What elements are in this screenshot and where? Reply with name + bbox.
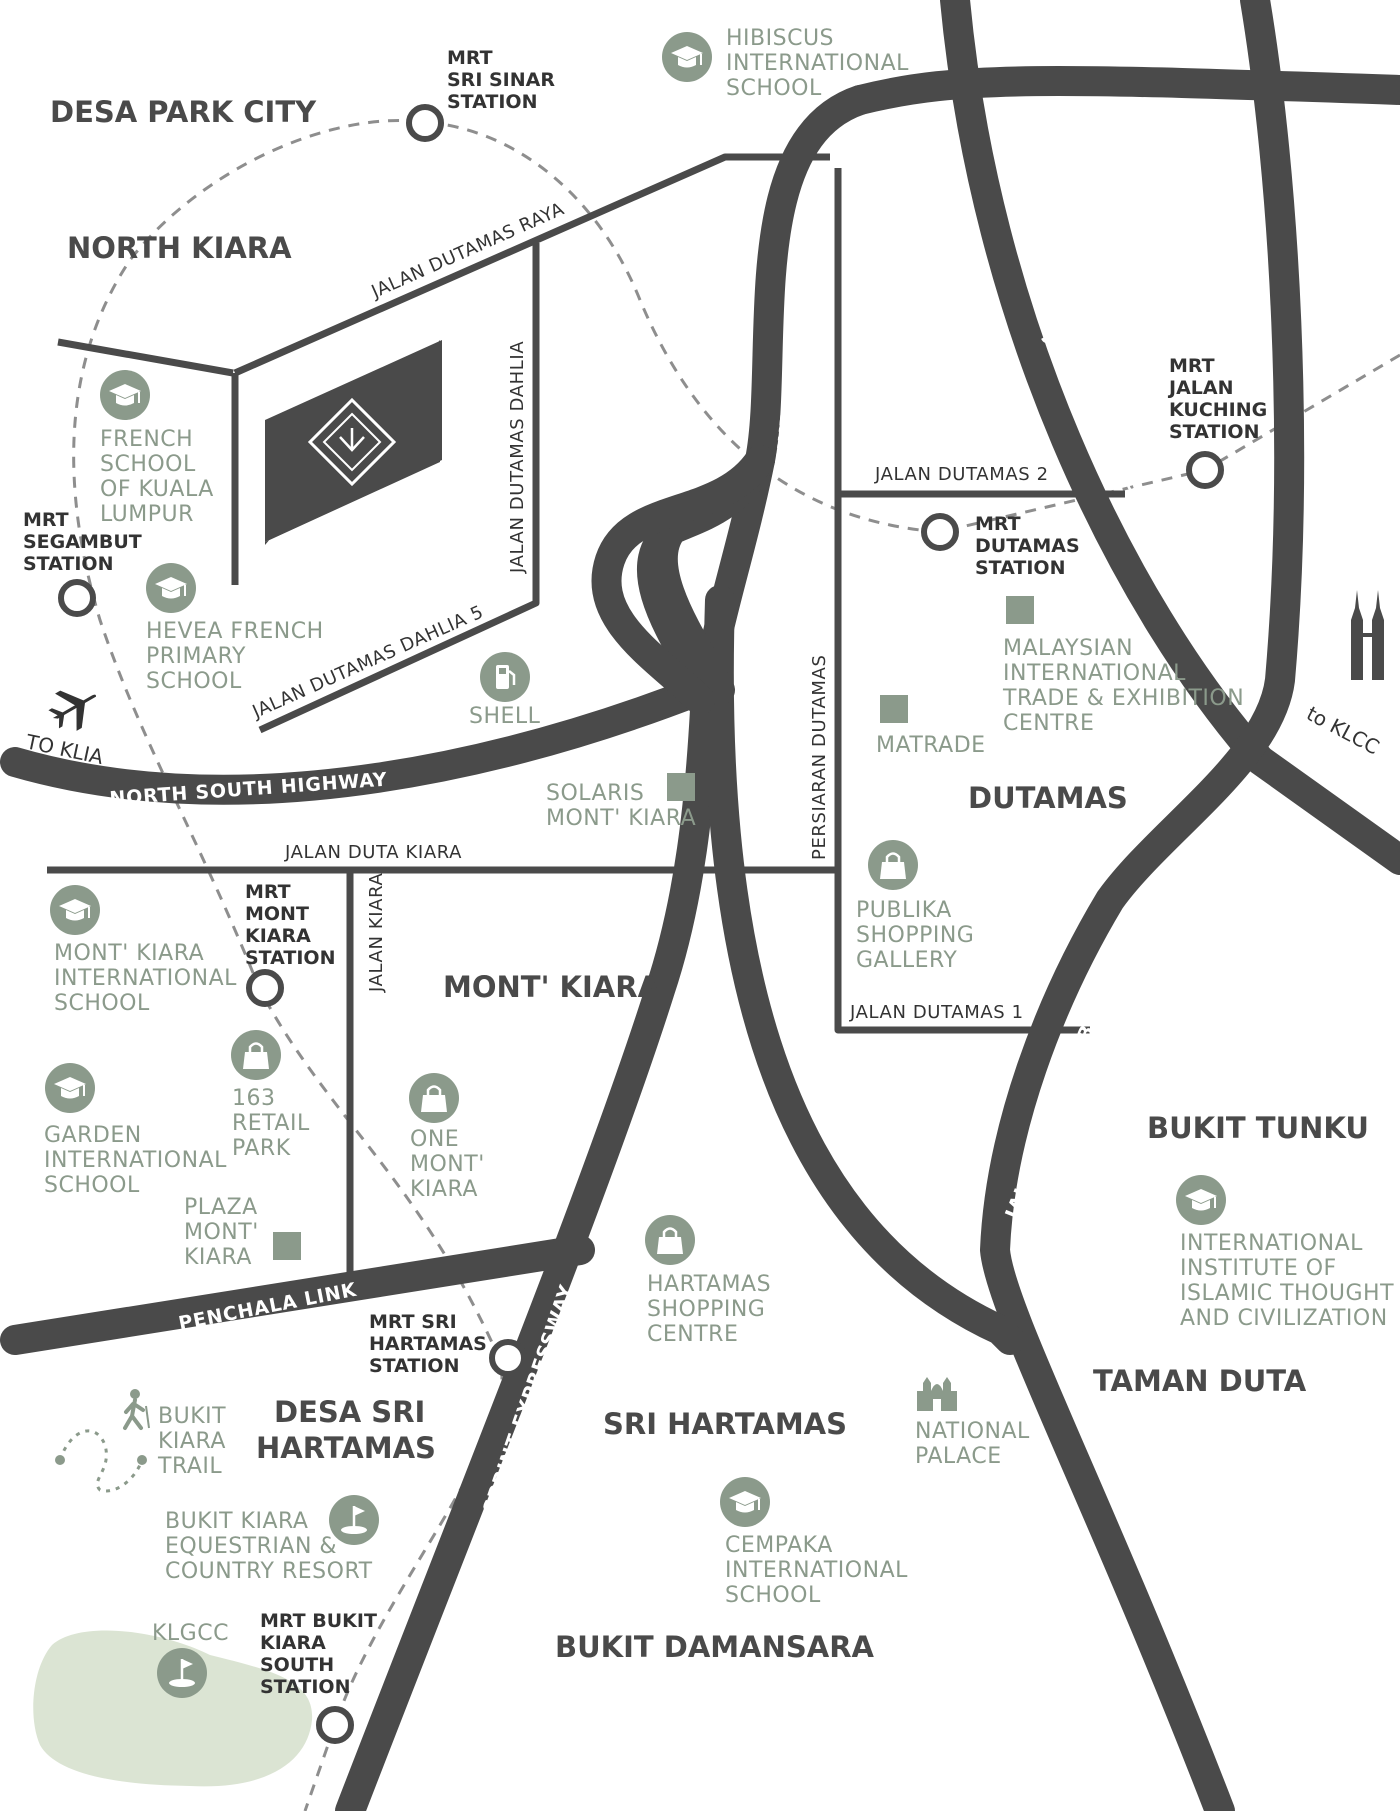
station-label-dutamas: MRT DUTAMAS STATION bbox=[975, 513, 1086, 579]
district-desa-sri-hartamas-line1: DESA SRI bbox=[274, 1395, 425, 1429]
shopping-bag-icon bbox=[866, 838, 920, 892]
edge-label-to-klcc: to KLCC bbox=[1303, 701, 1384, 759]
station-ring-jalan-kuching bbox=[1186, 451, 1224, 489]
road-label-jalan-kiara: JALAN KIARA bbox=[366, 873, 387, 993]
graduation-cap-icon bbox=[145, 562, 197, 614]
poi-label-cempaka: CEMPAKA INTERNATIONAL SCHOOL bbox=[725, 1533, 915, 1608]
district-bukit-damansara: BUKIT DAMANSARA bbox=[555, 1630, 875, 1664]
station-label-jalan-kuching: MRT JALAN KUCHING STATION bbox=[1167, 355, 1274, 443]
poi-label-hibiscus: HIBISCUS INTERNATIONAL SCHOOL bbox=[726, 26, 916, 101]
poi-label-shell: SHELL bbox=[469, 704, 541, 729]
station-ring-sri-sinar bbox=[406, 104, 444, 142]
station-label-segambut: MRT SEGAMBUT STATION bbox=[23, 509, 148, 575]
station-label-bukit-kiara-south: MRT BUKIT KIARA SOUTH STATION bbox=[260, 1610, 384, 1698]
poi-square-solaris bbox=[667, 773, 695, 801]
poi-label-equestrian: BUKIT KIARA EQUESTRIAN & COUNTRY RESORT bbox=[165, 1509, 373, 1584]
shopping-bag-icon bbox=[229, 1028, 283, 1082]
poi-square-matrade bbox=[880, 695, 908, 723]
shopping-bag-icon bbox=[407, 1071, 461, 1125]
district-dutamas: DUTAMAS bbox=[968, 781, 1128, 815]
district-bukit-tunku: BUKIT TUNKU bbox=[1147, 1111, 1369, 1145]
district-mont-kiara: MONT' KIARA bbox=[443, 970, 661, 1004]
graduation-cap-icon bbox=[661, 31, 713, 83]
graduation-cap-icon bbox=[44, 1062, 96, 1114]
road-label-jalan-duta-kiara: JALAN DUTA KIARA bbox=[284, 842, 462, 863]
poi-square-plaza bbox=[273, 1232, 301, 1260]
mrt-line bbox=[72, 119, 1400, 1811]
poi-label-hevea: HEVEA FRENCH PRIMARY SCHOOL bbox=[146, 619, 331, 694]
palace-icon bbox=[917, 1377, 957, 1411]
district-taman-duta: TAMAN DUTA bbox=[1093, 1364, 1307, 1398]
station-ring-mont-kiara bbox=[246, 969, 284, 1007]
station-ring-sri-hartamas bbox=[489, 1339, 527, 1377]
graduation-cap-icon bbox=[1175, 1174, 1227, 1226]
station-ring-bukit-kiara-south bbox=[316, 1706, 354, 1744]
district-labels: DESA PARK CITY NORTH KIARA MONT' KIARA D… bbox=[50, 95, 1369, 1664]
poi-label-istac: INTERNATIONAL INSTITUTE OF ISLAMIC THOUG… bbox=[1180, 1231, 1400, 1331]
poi-icons bbox=[44, 31, 1384, 1700]
graduation-cap-icon bbox=[99, 369, 151, 421]
graduation-cap-icon bbox=[719, 1476, 771, 1528]
station-label-sri-hartamas: MRT SRI HARTAMAS STATION bbox=[369, 1311, 494, 1377]
poi-labels: HIBISCUS INTERNATIONAL SCHOOL FRENCH SCH… bbox=[44, 26, 1400, 1646]
district-north-kiara: NORTH KIARA bbox=[67, 231, 292, 265]
road-label-jalan-dutamas-2: JALAN DUTAMAS 2 bbox=[874, 464, 1049, 485]
minor-roads bbox=[47, 153, 1125, 1290]
station-label-mont-kiara: MRT MONT KIARA STATION bbox=[245, 881, 335, 969]
poi-label-klgcc: KLGCC bbox=[152, 1621, 229, 1646]
road-label-persiaran-dutamas: PERSIARAN DUTAMAS bbox=[809, 655, 830, 860]
station-ring-dutamas bbox=[921, 513, 959, 551]
district-desa-sri-hartamas-line2: HARTAMAS bbox=[256, 1431, 436, 1465]
graduation-cap-icon bbox=[49, 884, 101, 936]
petronas-towers-icon bbox=[1351, 590, 1384, 680]
station-label-sri-sinar: MRT SRI SINAR STATION bbox=[447, 47, 562, 113]
road-label-jalan-dutamas-1: JALAN DUTAMAS 1 bbox=[849, 1002, 1024, 1023]
district-desa-park-city: DESA PARK CITY bbox=[50, 95, 317, 129]
poi-label-hartamas-shopping: HARTAMAS SHOPPING CENTRE bbox=[647, 1272, 779, 1347]
poi-label-mont-kiara-intl: MONT' KIARA INTERNATIONAL SCHOOL bbox=[54, 941, 244, 1016]
station-ring-segambut bbox=[58, 579, 96, 617]
road-label-jalan-dutamas-dahlia: JALAN DUTAMAS DAHLIA bbox=[507, 341, 528, 574]
poi-label-retail-163: 163 RETAIL PARK bbox=[232, 1086, 317, 1161]
poi-label-bukit-kiara-trail: BUKIT KIARA TRAIL bbox=[157, 1404, 234, 1479]
poi-label-garden-intl: GARDEN INTERNATIONAL SCHOOL bbox=[44, 1123, 234, 1198]
mrt-stations bbox=[58, 104, 1224, 1744]
development-site-logo bbox=[265, 340, 442, 545]
poi-label-publika: PUBLIKA SHOPPING GALLERY bbox=[856, 898, 982, 973]
golf-flag-icon bbox=[155, 1646, 209, 1700]
poi-label-french-school: FRENCH SCHOOL OF KUALA LUMPUR bbox=[100, 427, 221, 527]
poi-label-matrade: MATRADE bbox=[876, 733, 986, 758]
airplane-icon bbox=[48, 690, 97, 731]
shopping-bag-icon bbox=[643, 1213, 697, 1267]
trail-path bbox=[58, 1429, 144, 1493]
trail-start bbox=[55, 1455, 65, 1465]
poi-label-one-mont-kiara: ONE MONT' KIARA bbox=[410, 1127, 492, 1202]
klgcc-green-area bbox=[33, 1630, 313, 1787]
district-sri-hartamas: SRI HARTAMAS bbox=[603, 1407, 847, 1441]
poi-label-national-palace: NATIONAL PALACE bbox=[915, 1419, 1037, 1469]
poi-label-solaris: SOLARIS MONT' KIARA bbox=[546, 781, 696, 831]
trail-end bbox=[137, 1455, 147, 1465]
fuel-pump-icon bbox=[478, 650, 532, 704]
poi-label-miti: MALAYSIAN INTERNATIONAL TRADE & EXHIBITI… bbox=[1002, 636, 1252, 736]
poi-square-miti bbox=[1006, 596, 1034, 624]
station-labels: MRT SRI SINAR STATION MRT SEGAMBUT STATI… bbox=[23, 47, 1274, 1698]
hiker-icon bbox=[123, 1389, 150, 1430]
poi-label-plaza-mont-kiara: PLAZA MONT' KIARA bbox=[184, 1195, 266, 1270]
